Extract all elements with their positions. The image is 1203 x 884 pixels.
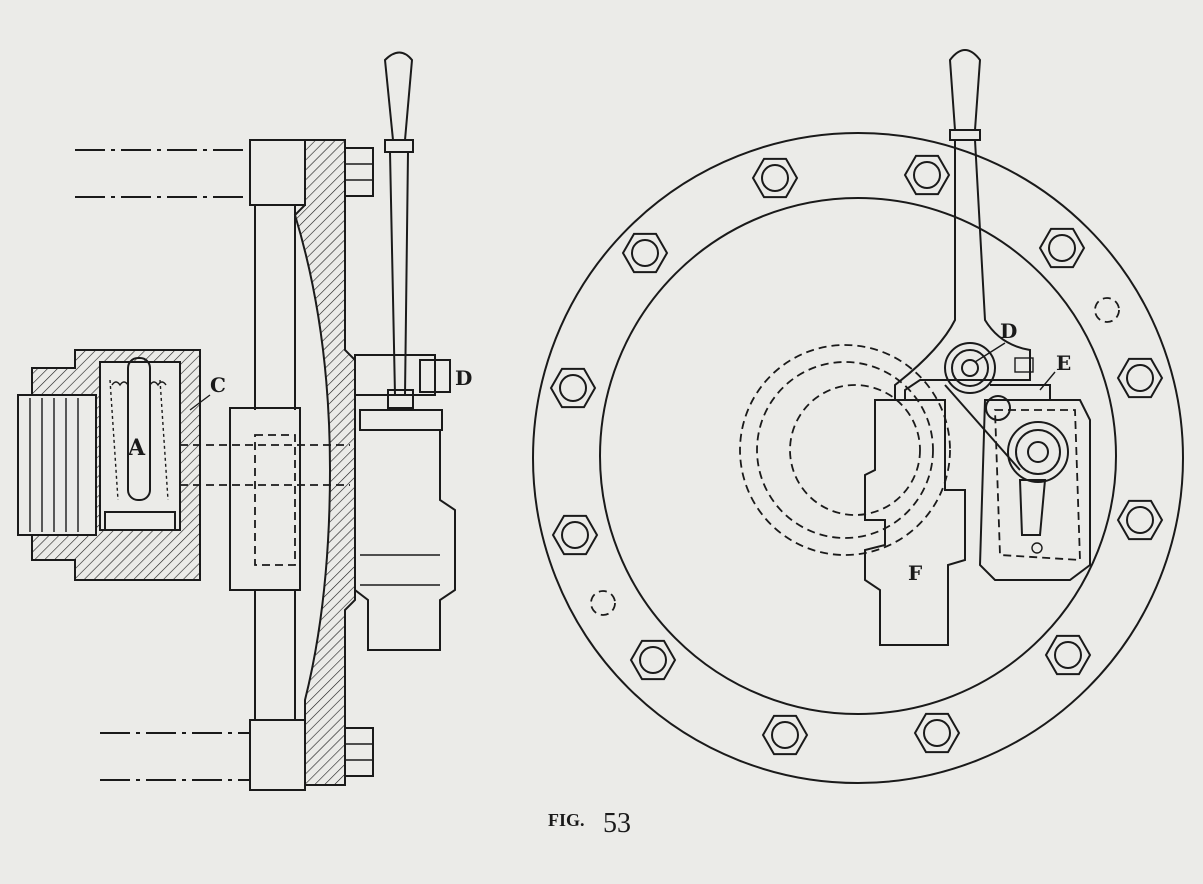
bolt-nut-icon (913, 712, 961, 754)
bolt-washer (913, 161, 941, 189)
label-c: C (210, 373, 226, 397)
bolt-washer (1048, 234, 1076, 262)
bolt-washer (639, 646, 667, 674)
label-d-front: D (1000, 319, 1017, 343)
bolt-nut-icon (1038, 227, 1086, 269)
caption-number: 53 (603, 808, 631, 839)
bolt-washer (561, 521, 589, 549)
bolt-washer (631, 239, 659, 267)
bolt-nut-icon (549, 367, 597, 409)
bolt-washer (1126, 364, 1154, 392)
bolt-nut-icon (551, 514, 599, 556)
bolt-nut-icon (629, 639, 677, 681)
bolt-nut-icon (1044, 634, 1092, 676)
bolt-washer (1126, 506, 1154, 534)
label-a: A (127, 435, 146, 461)
caption-prefix: FIG. (548, 810, 585, 830)
side-section-view: A C D (17, 51, 472, 791)
bolt-washer (761, 164, 789, 192)
bolt-nut-icon (761, 714, 809, 756)
label-d-side: D (455, 366, 472, 390)
bolt-washer (1054, 641, 1082, 669)
front-view: F D E (532, 49, 1184, 784)
label-f: F (908, 561, 922, 585)
flange-bolts (549, 154, 1164, 756)
bolt-washer (771, 721, 799, 749)
bolt-washer (559, 374, 587, 402)
bolt-nut-icon (903, 154, 951, 196)
bolt-nut-icon (751, 157, 799, 199)
label-e: E (1056, 351, 1071, 375)
bolt-nut-icon (621, 232, 669, 274)
bolt-washer (923, 719, 951, 747)
bolt-nut-icon (1116, 357, 1164, 399)
bolt-nut-icon (1116, 499, 1164, 541)
